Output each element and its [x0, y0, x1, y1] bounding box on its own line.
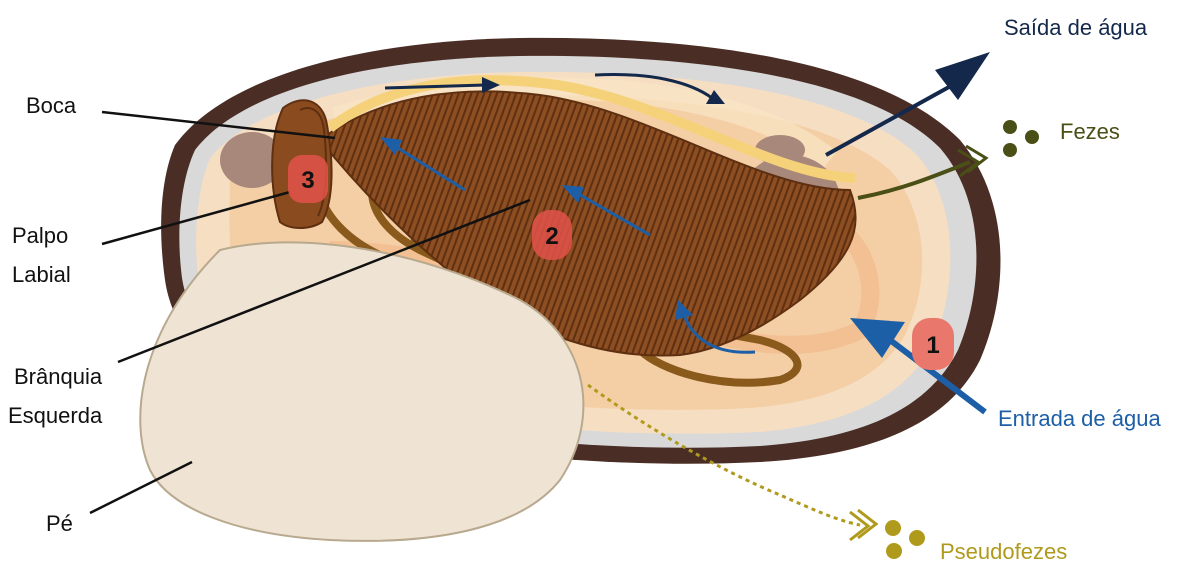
label-fezes: Fezes	[1060, 119, 1120, 144]
marker-1: 1	[912, 318, 954, 370]
label-pseudofezes: Pseudofezes	[940, 539, 1067, 562]
marker-3-label: 3	[301, 167, 314, 194]
label-entrada: Entrada de água	[998, 406, 1161, 431]
pseudofeces-pellets	[885, 520, 925, 559]
feces-pellets	[1003, 120, 1039, 157]
label-palpo-line2: Labial	[12, 262, 71, 287]
label-branquia-line1: Brânquia	[14, 364, 103, 389]
label-boca: Boca	[26, 93, 77, 118]
marker-2: 2	[532, 210, 572, 260]
label-branquia-line2: Esquerda	[8, 403, 103, 428]
marker-3: 3	[288, 155, 328, 203]
marker-1-label: 1	[926, 332, 939, 359]
marker-2-label: 2	[545, 223, 558, 250]
label-palpo-line1: Palpo	[12, 223, 68, 248]
label-saida: Saída de água	[1004, 15, 1148, 40]
label-pe: Pé	[46, 511, 73, 536]
